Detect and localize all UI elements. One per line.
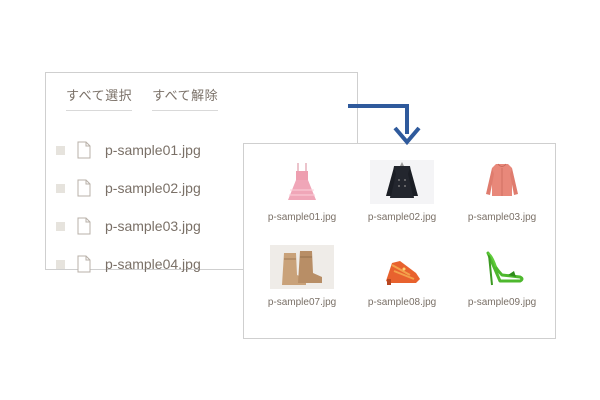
file-name: p-sample04.jpg (105, 256, 201, 272)
selection-toolbar: すべて選択 すべて解除 (66, 85, 219, 111)
file-icon (77, 141, 91, 159)
thumbnail-item[interactable]: p-sample09.jpg (452, 245, 552, 308)
file-checkbox[interactable] (56, 183, 65, 193)
thumbnail-label: p-sample03.jpg (467, 212, 537, 223)
select-all-button[interactable]: すべて選択 (66, 85, 133, 111)
file-name: p-sample02.jpg (105, 180, 201, 196)
thumbnail-item[interactable]: p-sample01.jpg (252, 160, 352, 223)
thumbnail-item[interactable]: p-sample02.jpg (352, 160, 452, 223)
thumbnail-label: p-sample07.jpg (267, 297, 337, 308)
thumbnail-item[interactable]: p-sample03.jpg (452, 160, 552, 223)
orange-sandals-thumbnail (370, 245, 434, 289)
thumbnail-panel: p-sample01.jpg p-sample02.jpg (243, 143, 556, 339)
file-name: p-sample01.jpg (105, 142, 201, 158)
file-checkbox[interactable] (56, 145, 65, 155)
thumbnail-grid: p-sample01.jpg p-sample02.jpg (252, 160, 552, 308)
deselect-all-button[interactable]: すべて解除 (152, 85, 219, 111)
tan-boots-thumbnail (270, 245, 334, 289)
file-icon (77, 217, 91, 235)
file-checkbox[interactable] (56, 221, 65, 231)
file-row[interactable]: p-sample03.jpg (56, 207, 201, 245)
pink-cardigan-thumbnail (470, 160, 534, 204)
file-name: p-sample03.jpg (105, 218, 201, 234)
thumbnail-label: p-sample08.jpg (367, 297, 437, 308)
file-checkbox[interactable] (56, 259, 65, 269)
thumbnail-label: p-sample01.jpg (267, 212, 337, 223)
thumbnail-item[interactable]: p-sample08.jpg (352, 245, 452, 308)
file-row[interactable]: p-sample02.jpg (56, 169, 201, 207)
file-icon (77, 255, 91, 273)
thumbnail-label: p-sample02.jpg (367, 212, 437, 223)
thumbnail-item[interactable]: p-sample07.jpg (252, 245, 352, 308)
black-coat-thumbnail (370, 160, 434, 204)
file-list: p-sample01.jpg p-sample02.jpg p-sample03… (56, 131, 201, 283)
file-row[interactable]: p-sample04.jpg (56, 245, 201, 283)
file-row[interactable]: p-sample01.jpg (56, 131, 201, 169)
file-icon (77, 179, 91, 197)
green-heels-thumbnail (470, 245, 534, 289)
pink-dress-thumbnail (270, 160, 334, 204)
thumbnail-label: p-sample09.jpg (467, 297, 537, 308)
